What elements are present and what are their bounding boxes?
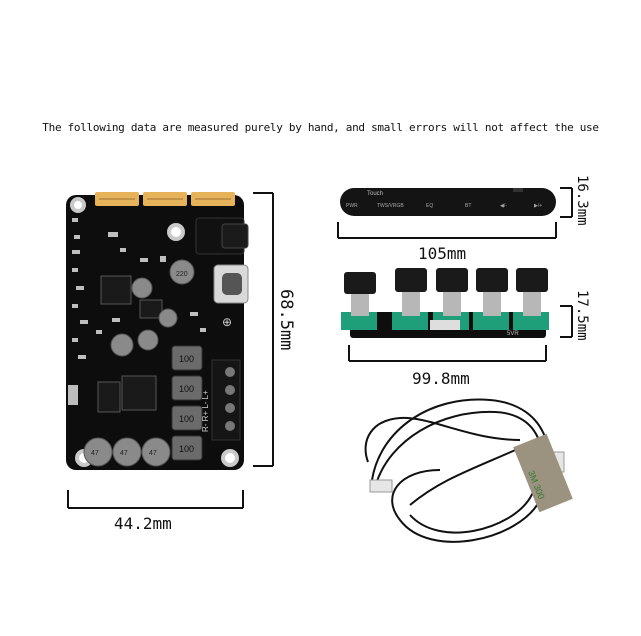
main-board-width-label: 44.2mm bbox=[114, 514, 172, 533]
capacitor: 47 bbox=[83, 437, 113, 467]
chip bbox=[139, 299, 163, 319]
knob bbox=[341, 272, 377, 330]
touch-panel-title: Touch bbox=[367, 191, 383, 197]
svg-text:47: 47 bbox=[91, 450, 99, 457]
capacitor bbox=[131, 277, 153, 299]
svg-text:R- R+ L- L+: R- R+ L- L+ bbox=[201, 390, 210, 432]
small-switch bbox=[68, 385, 78, 405]
width-dimension-main bbox=[67, 490, 244, 509]
svg-text:PWR: PWR bbox=[346, 203, 358, 209]
capacitor bbox=[137, 329, 159, 351]
knob bbox=[392, 268, 428, 330]
touch-panel: Touch PWR TWS/VRGB EQ BT ◀/- ▶/+ bbox=[340, 188, 556, 216]
knob-board-height-label: 17.5mm bbox=[574, 290, 590, 341]
tape-label: 3M 300 bbox=[513, 433, 573, 513]
inductor: 100 bbox=[171, 405, 203, 431]
svg-text:EQ: EQ bbox=[426, 203, 433, 209]
height-dimension-main bbox=[253, 192, 274, 467]
svg-text:100: 100 bbox=[179, 354, 194, 364]
svg-text:47: 47 bbox=[120, 450, 128, 457]
touch-panel-dimensions bbox=[337, 187, 573, 239]
knob-board-connector bbox=[430, 320, 460, 330]
capacitor: 220 bbox=[169, 259, 195, 285]
caption-text: The following data are measured purely b… bbox=[42, 121, 599, 134]
svg-text:100: 100 bbox=[179, 444, 194, 454]
svg-text:220: 220 bbox=[176, 271, 188, 278]
cable-connector-left bbox=[369, 479, 393, 493]
svg-text:47: 47 bbox=[149, 450, 157, 457]
svg-text:BT: BT bbox=[465, 203, 471, 209]
svg-text:TWS/VRGB: TWS/VRGB bbox=[377, 203, 404, 209]
knob bbox=[473, 268, 509, 330]
touch-panel-height-label: 16.3mm bbox=[574, 175, 590, 226]
chip bbox=[121, 375, 157, 411]
cable bbox=[364, 398, 551, 543]
output-terminals: R- R+ L- L+ bbox=[201, 359, 241, 441]
knob-board-label: 5VR bbox=[507, 331, 519, 337]
svg-text:100: 100 bbox=[179, 414, 194, 424]
chip bbox=[97, 381, 121, 413]
capacitor: 47 bbox=[112, 437, 142, 467]
svg-text:▶/+: ▶/+ bbox=[534, 203, 542, 209]
main-board-height-label: 68.5mm bbox=[276, 289, 296, 350]
chip bbox=[100, 275, 132, 305]
svg-text:⊕: ⊕ bbox=[222, 315, 232, 329]
capacitor bbox=[158, 308, 178, 328]
svg-text:100: 100 bbox=[179, 384, 194, 394]
inductor: 100 bbox=[171, 345, 203, 371]
main-board: 220 47 47 47 100 100 100 100 R- R+ L- L+… bbox=[66, 192, 249, 470]
svg-text:◀/-: ◀/- bbox=[500, 203, 507, 209]
capacitor: 47 bbox=[141, 437, 171, 467]
knob bbox=[513, 268, 549, 330]
touch-panel-width-label: 105mm bbox=[418, 244, 466, 263]
knob-board: 5VR bbox=[341, 268, 549, 338]
inductor: 100 bbox=[171, 375, 203, 401]
inductor: 100 bbox=[171, 435, 203, 461]
knob-board-dimensions bbox=[348, 305, 573, 362]
capacitor bbox=[110, 333, 134, 357]
knob-board-width-label: 99.8mm bbox=[412, 369, 470, 388]
